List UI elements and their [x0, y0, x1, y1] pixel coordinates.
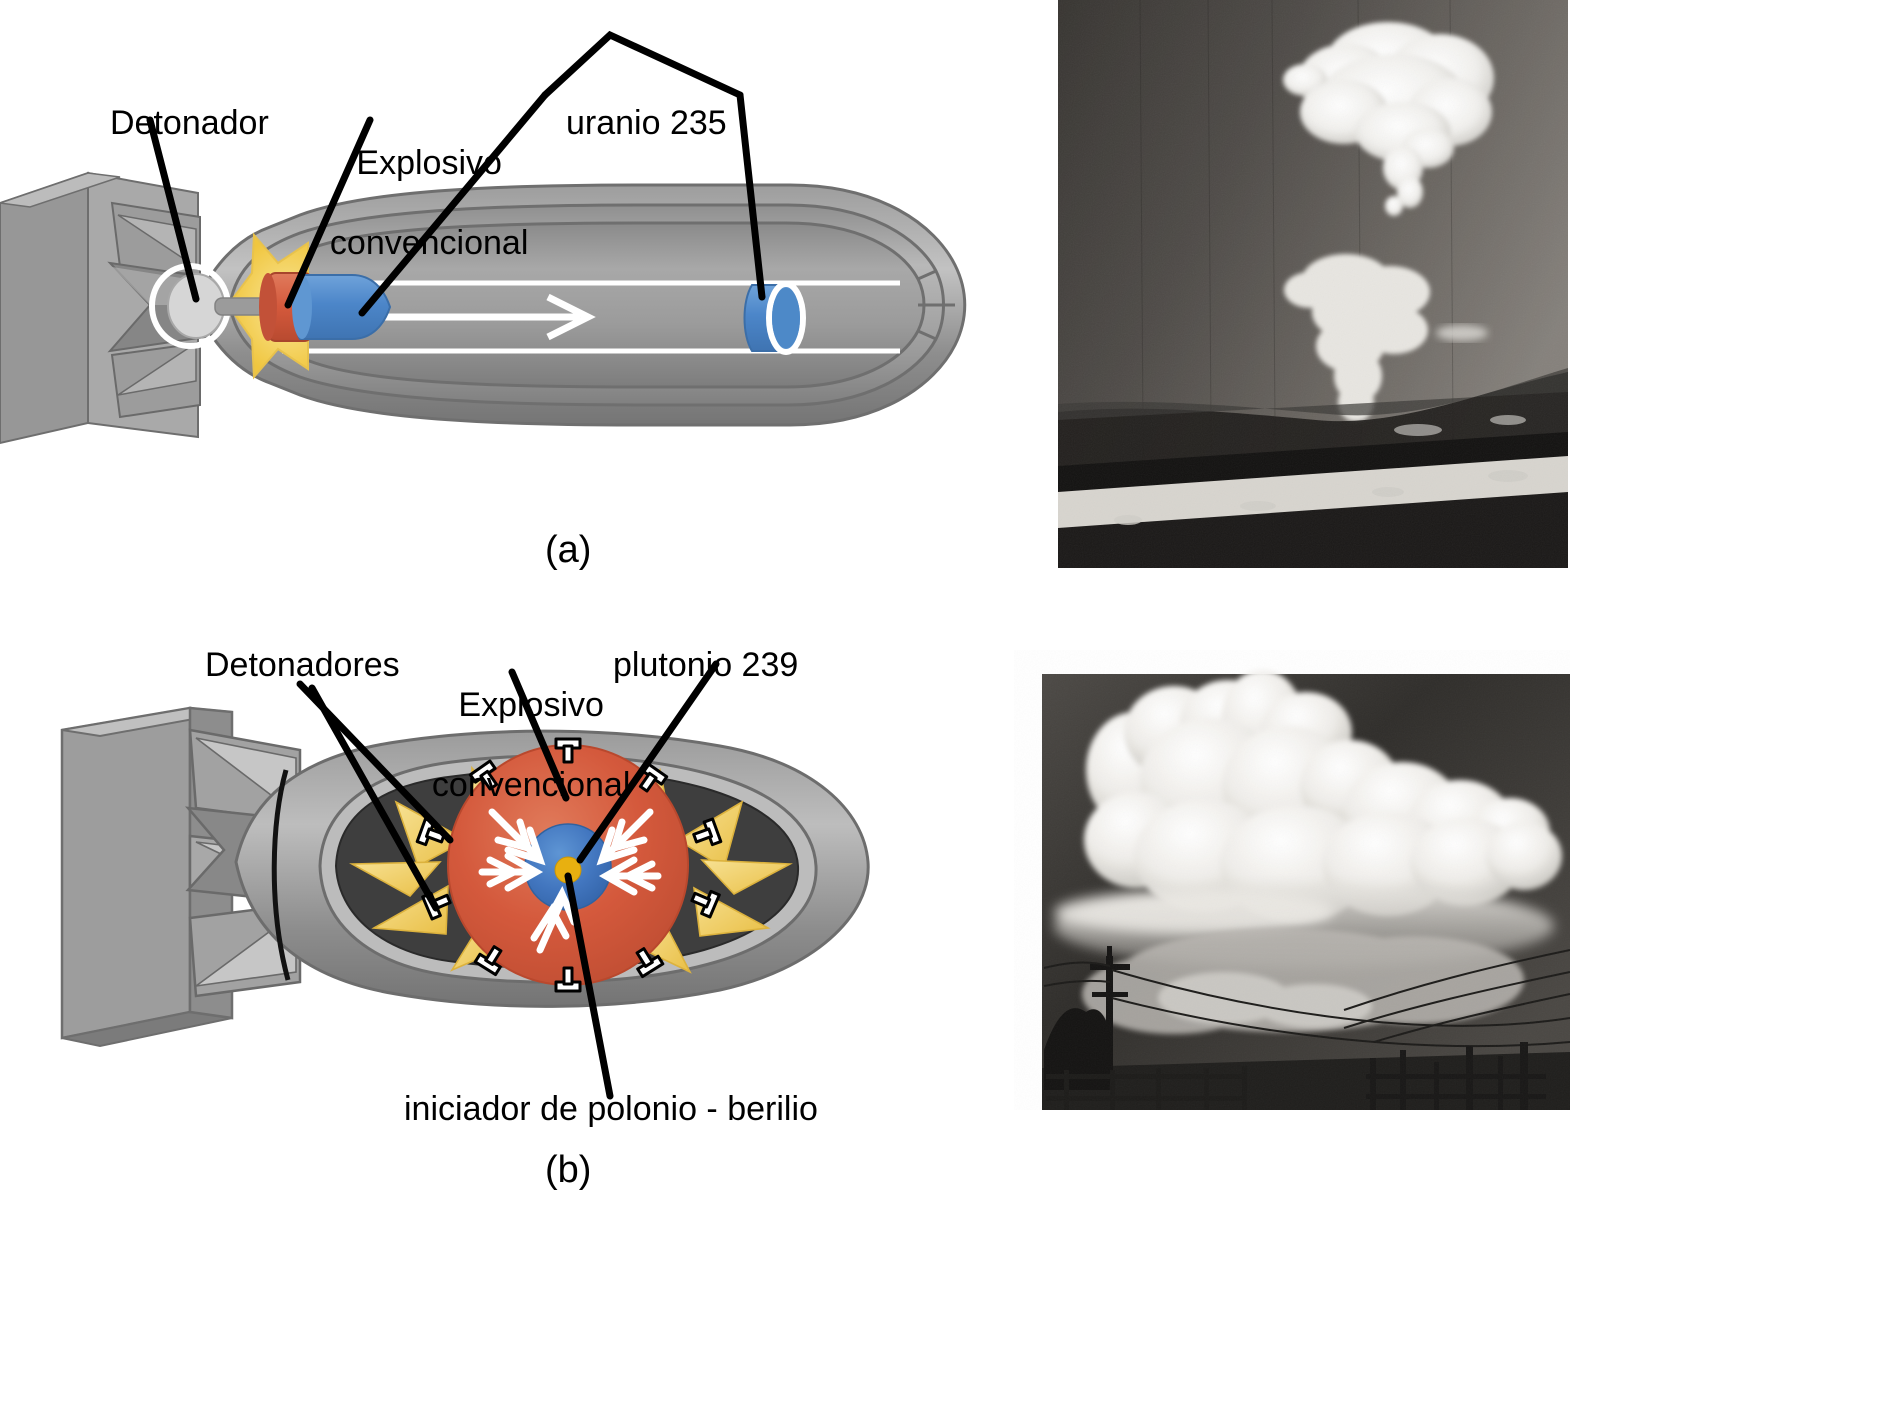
gun-type-bomb-svg — [0, 30, 967, 445]
label-explosivo-b-line2: convencional — [431, 766, 631, 804]
tail-fin-assembly — [0, 171, 252, 445]
label-explosivo-convencional-a: Explosivo convencional — [311, 103, 528, 263]
detonator-markers — [415, 737, 723, 993]
label-explosivo-line1: Explosivo — [356, 144, 502, 182]
hiroshima-mushroom-cloud-photo — [1058, 0, 1568, 568]
uranium-235-target — [743, 281, 806, 355]
nagasaki-mushroom-cloud-photo — [1014, 650, 1570, 1110]
label-explosivo-convencional-b: Explosivo convencional — [413, 645, 630, 805]
panel-b-implosion-diagram — [0, 660, 1010, 1110]
label-explosivo-b-line1: Explosivo — [458, 686, 604, 724]
label-detonador: Detonador — [110, 104, 269, 142]
panel-letter-b: (b) — [545, 1149, 592, 1191]
panel-a-gun-type-diagram — [0, 30, 1010, 485]
label-iniciador-polonio-berilio: iniciador de polonio - berilio — [404, 1090, 818, 1128]
panel-letter-a: (a) — [545, 529, 592, 571]
leader-lines-panel-b — [296, 660, 720, 1100]
label-explosivo-line2: convencional — [329, 224, 529, 262]
uranium-235-projectile — [292, 274, 392, 340]
leader-lines-panel-a — [146, 30, 766, 317]
implosion-bomb-svg — [60, 660, 870, 1100]
label-plutonio-239: plutonio 239 — [613, 646, 799, 684]
implosion-arrows — [478, 808, 662, 954]
label-detonadores: Detonadores — [205, 646, 400, 684]
label-uranio-235: uranio 235 — [566, 104, 727, 142]
